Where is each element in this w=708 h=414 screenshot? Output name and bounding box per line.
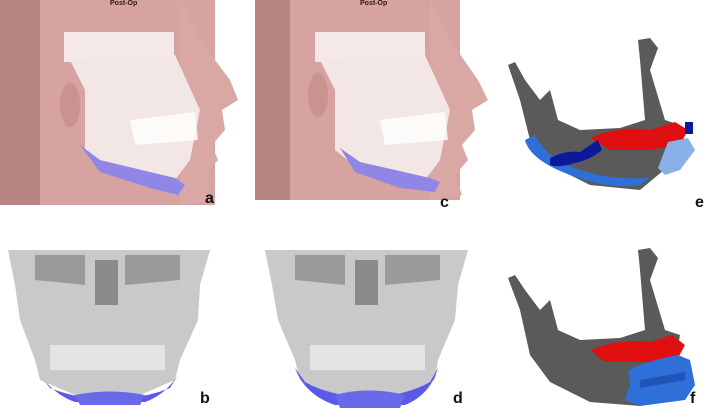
- red-guide-f: [590, 335, 685, 362]
- panel-a-lateral-view: Post-Op a: [0, 0, 240, 210]
- red-guide-e: [590, 122, 688, 150]
- mandible-guide-render-e: [508, 38, 695, 190]
- panel-d-frontal-view: d: [240, 210, 490, 414]
- mandible-e: [508, 38, 680, 190]
- panel-label-b: b: [200, 390, 210, 407]
- light-blue-connector-e: [658, 138, 695, 175]
- frontal-skull-render-b: [8, 250, 210, 405]
- implant-lateral-c: [340, 148, 440, 192]
- postop-title-c: Post-Op: [360, 0, 388, 7]
- panel-label-e: e: [695, 194, 704, 210]
- panel-f-mandible-guide: f: [490, 210, 708, 414]
- frontal-skull-render-d: [265, 250, 468, 408]
- mandible-guide-render-f: [508, 248, 695, 406]
- panel-c-lateral-view: Post-Op c: [240, 0, 490, 210]
- lateral-head-render-c: [255, 0, 488, 200]
- dark-blue-connector-e: [550, 140, 602, 167]
- panel-b-frontal-view: b: [0, 210, 240, 414]
- panel-label-d: d: [453, 390, 463, 407]
- panel-label-a: a: [205, 190, 214, 207]
- panel-label-c: c: [440, 194, 449, 210]
- implant-lateral-a: [80, 145, 185, 195]
- postop-title-a: Post-Op: [110, 0, 138, 7]
- lateral-head-render-a: [0, 0, 238, 205]
- panel-e-mandible-guide: e: [490, 0, 708, 210]
- panel-label-f: f: [690, 390, 696, 407]
